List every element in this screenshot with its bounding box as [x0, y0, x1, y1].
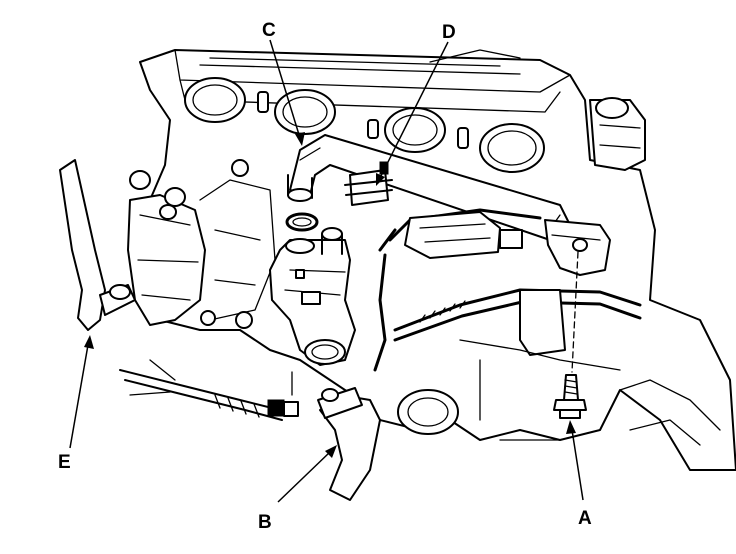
thermostat-housing: [269, 227, 356, 366]
upper-right-fitting: [589, 97, 646, 171]
leader-a: [571, 429, 584, 501]
lower-hose-b: [317, 387, 459, 501]
bolt-guide-line: [571, 251, 579, 373]
callout-e: E: [58, 452, 71, 473]
callout-d: D: [442, 22, 456, 43]
timing-cover: [127, 159, 276, 329]
callout-b: B: [258, 512, 272, 533]
leader-e: [69, 344, 89, 449]
callout-a: A: [578, 508, 592, 529]
leader-lines: [69, 39, 584, 503]
arrowhead-a: [566, 420, 576, 434]
o-ring: [285, 212, 319, 232]
callout-c: C: [262, 20, 276, 41]
port-openings: [184, 77, 545, 173]
leader-c: [269, 39, 301, 139]
arrowhead-d: [376, 173, 385, 186]
arrowhead-b: [325, 445, 337, 458]
harness-bracket: [519, 219, 611, 356]
lower-engine-block: [459, 339, 721, 446]
mounting-bolt-a: [553, 374, 587, 419]
lower-wire-harness: [119, 359, 299, 421]
heater-hose-e: [59, 159, 136, 331]
arrowhead-c: [295, 132, 305, 146]
leader-b: [277, 451, 331, 503]
arrowhead-e: [84, 335, 94, 349]
leader-d: [379, 41, 449, 179]
